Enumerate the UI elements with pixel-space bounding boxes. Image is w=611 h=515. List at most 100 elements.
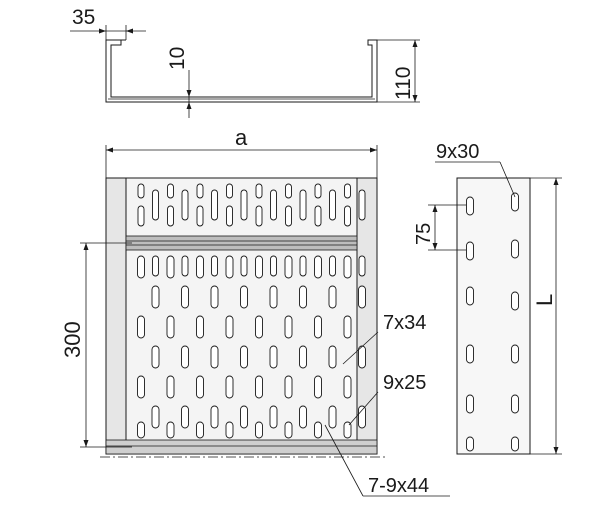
perforation-slot [269, 345, 278, 369]
perforation-slot [314, 375, 322, 399]
side-slot [466, 286, 474, 306]
perforation-slot [181, 285, 189, 309]
side-slot [511, 394, 519, 414]
perforation-slot [314, 255, 322, 279]
plan-view: a 300 7x34 9x25 7-9x44 [60, 125, 450, 497]
perforation-slot [181, 189, 189, 221]
perforation-slot [314, 183, 322, 199]
perforation-slot [299, 405, 307, 429]
perforation-slot [210, 345, 219, 369]
perforation-slot [329, 255, 336, 277]
perforation-slot [255, 315, 263, 339]
perforation-slot [328, 405, 337, 429]
perforation-slot [284, 375, 293, 399]
perforation-slot [358, 255, 366, 277]
dim-110-label: 110 [392, 67, 415, 100]
dim-a-label: a [235, 125, 248, 150]
perforation-slot [137, 421, 145, 439]
perforation-slot [166, 255, 175, 279]
perforation-slot [255, 375, 263, 399]
dim-35-label: 35 [72, 6, 95, 29]
side-slot [466, 241, 474, 261]
dim-10-arrow-top [186, 90, 192, 97]
perforation-slot [269, 285, 278, 309]
dim-35-arrow-left [99, 28, 106, 34]
perforation-slot [196, 205, 204, 227]
callout-9x30: 9x30 [436, 141, 479, 163]
perforation-slot [240, 189, 248, 221]
leader-7x34 [342, 331, 379, 365]
dim-75-arrow-bottom [432, 243, 438, 250]
perforation-slot [137, 255, 145, 279]
perforation-slot [329, 189, 336, 221]
perforation-slot [196, 375, 204, 399]
perforation-slot [344, 183, 351, 199]
perforation-slot [226, 205, 233, 227]
perforation-slot [285, 205, 292, 227]
perforation-slot [269, 405, 278, 429]
perforation-slot [210, 285, 219, 309]
side-slot [466, 436, 474, 452]
perforation-slot [255, 205, 263, 227]
leader-7-9x44 [324, 424, 364, 497]
side-slot [511, 436, 519, 452]
side-slot [466, 196, 474, 216]
dim-a-arrow-left [106, 147, 113, 153]
side-slot [511, 291, 519, 311]
perforation-slot [328, 345, 337, 369]
perforation-slot [226, 183, 233, 199]
perforation-slot [328, 285, 337, 309]
side-slot [511, 344, 519, 364]
perforation-slot [240, 255, 248, 277]
dim-300-arrow-top [83, 243, 89, 250]
perforation-slot [299, 285, 307, 309]
perforation-slot [210, 405, 219, 429]
perforation-slot [166, 421, 175, 439]
perforation-slot [344, 205, 351, 227]
perforation-slot [343, 315, 352, 339]
callout-7x34: 7x34 [383, 312, 426, 334]
perforation-slot [196, 183, 204, 199]
callout-9x25: 9x25 [383, 372, 426, 394]
side-slot-pattern [466, 192, 519, 452]
perforation-slot [358, 345, 366, 369]
perforation-slot [137, 375, 145, 399]
perforation-slot [343, 421, 352, 439]
dim-110-arrow-bottom [412, 95, 418, 102]
perforation-slot [211, 189, 218, 221]
cross-section-view: 35 10 110 [70, 6, 420, 118]
dim-10-arrow-bottom [186, 102, 192, 109]
dim-L-arrow-top [553, 178, 559, 185]
dim-110-arrow-top [412, 40, 418, 47]
perforation-slot [343, 255, 352, 279]
side-slot [511, 192, 519, 212]
perforation-slot [255, 255, 263, 279]
perforation-slot [225, 255, 234, 279]
perforation-slot [137, 183, 145, 199]
leader-9x30 [499, 161, 516, 198]
perforation-slot [299, 189, 307, 221]
perforation-slot [240, 345, 248, 369]
perforation-slot [166, 315, 175, 339]
side-slot [511, 239, 519, 259]
dim-a-arrow-right [370, 147, 377, 153]
dim-L-label: L [532, 294, 557, 306]
left-side-wall [105, 177, 127, 455]
perforation-slot [284, 255, 293, 279]
side-slot [466, 344, 474, 364]
side-view: 75 9x30 L [413, 141, 562, 455]
perforation-slot [225, 421, 234, 439]
perforation-slot [240, 405, 248, 429]
perforation-slot [225, 375, 234, 399]
perforation-slot [167, 205, 174, 227]
stiffening-rib [125, 235, 358, 251]
perforation-slot [314, 315, 322, 339]
perforation-slot [196, 255, 204, 279]
perforation-slot [151, 405, 160, 429]
perforation-slot [137, 205, 145, 227]
dim-10-label: 10 [166, 47, 189, 70]
perforation-slot [196, 315, 204, 339]
perforation-slot [151, 285, 160, 309]
perforation-slot [225, 315, 234, 339]
perforation-slot [299, 345, 307, 369]
